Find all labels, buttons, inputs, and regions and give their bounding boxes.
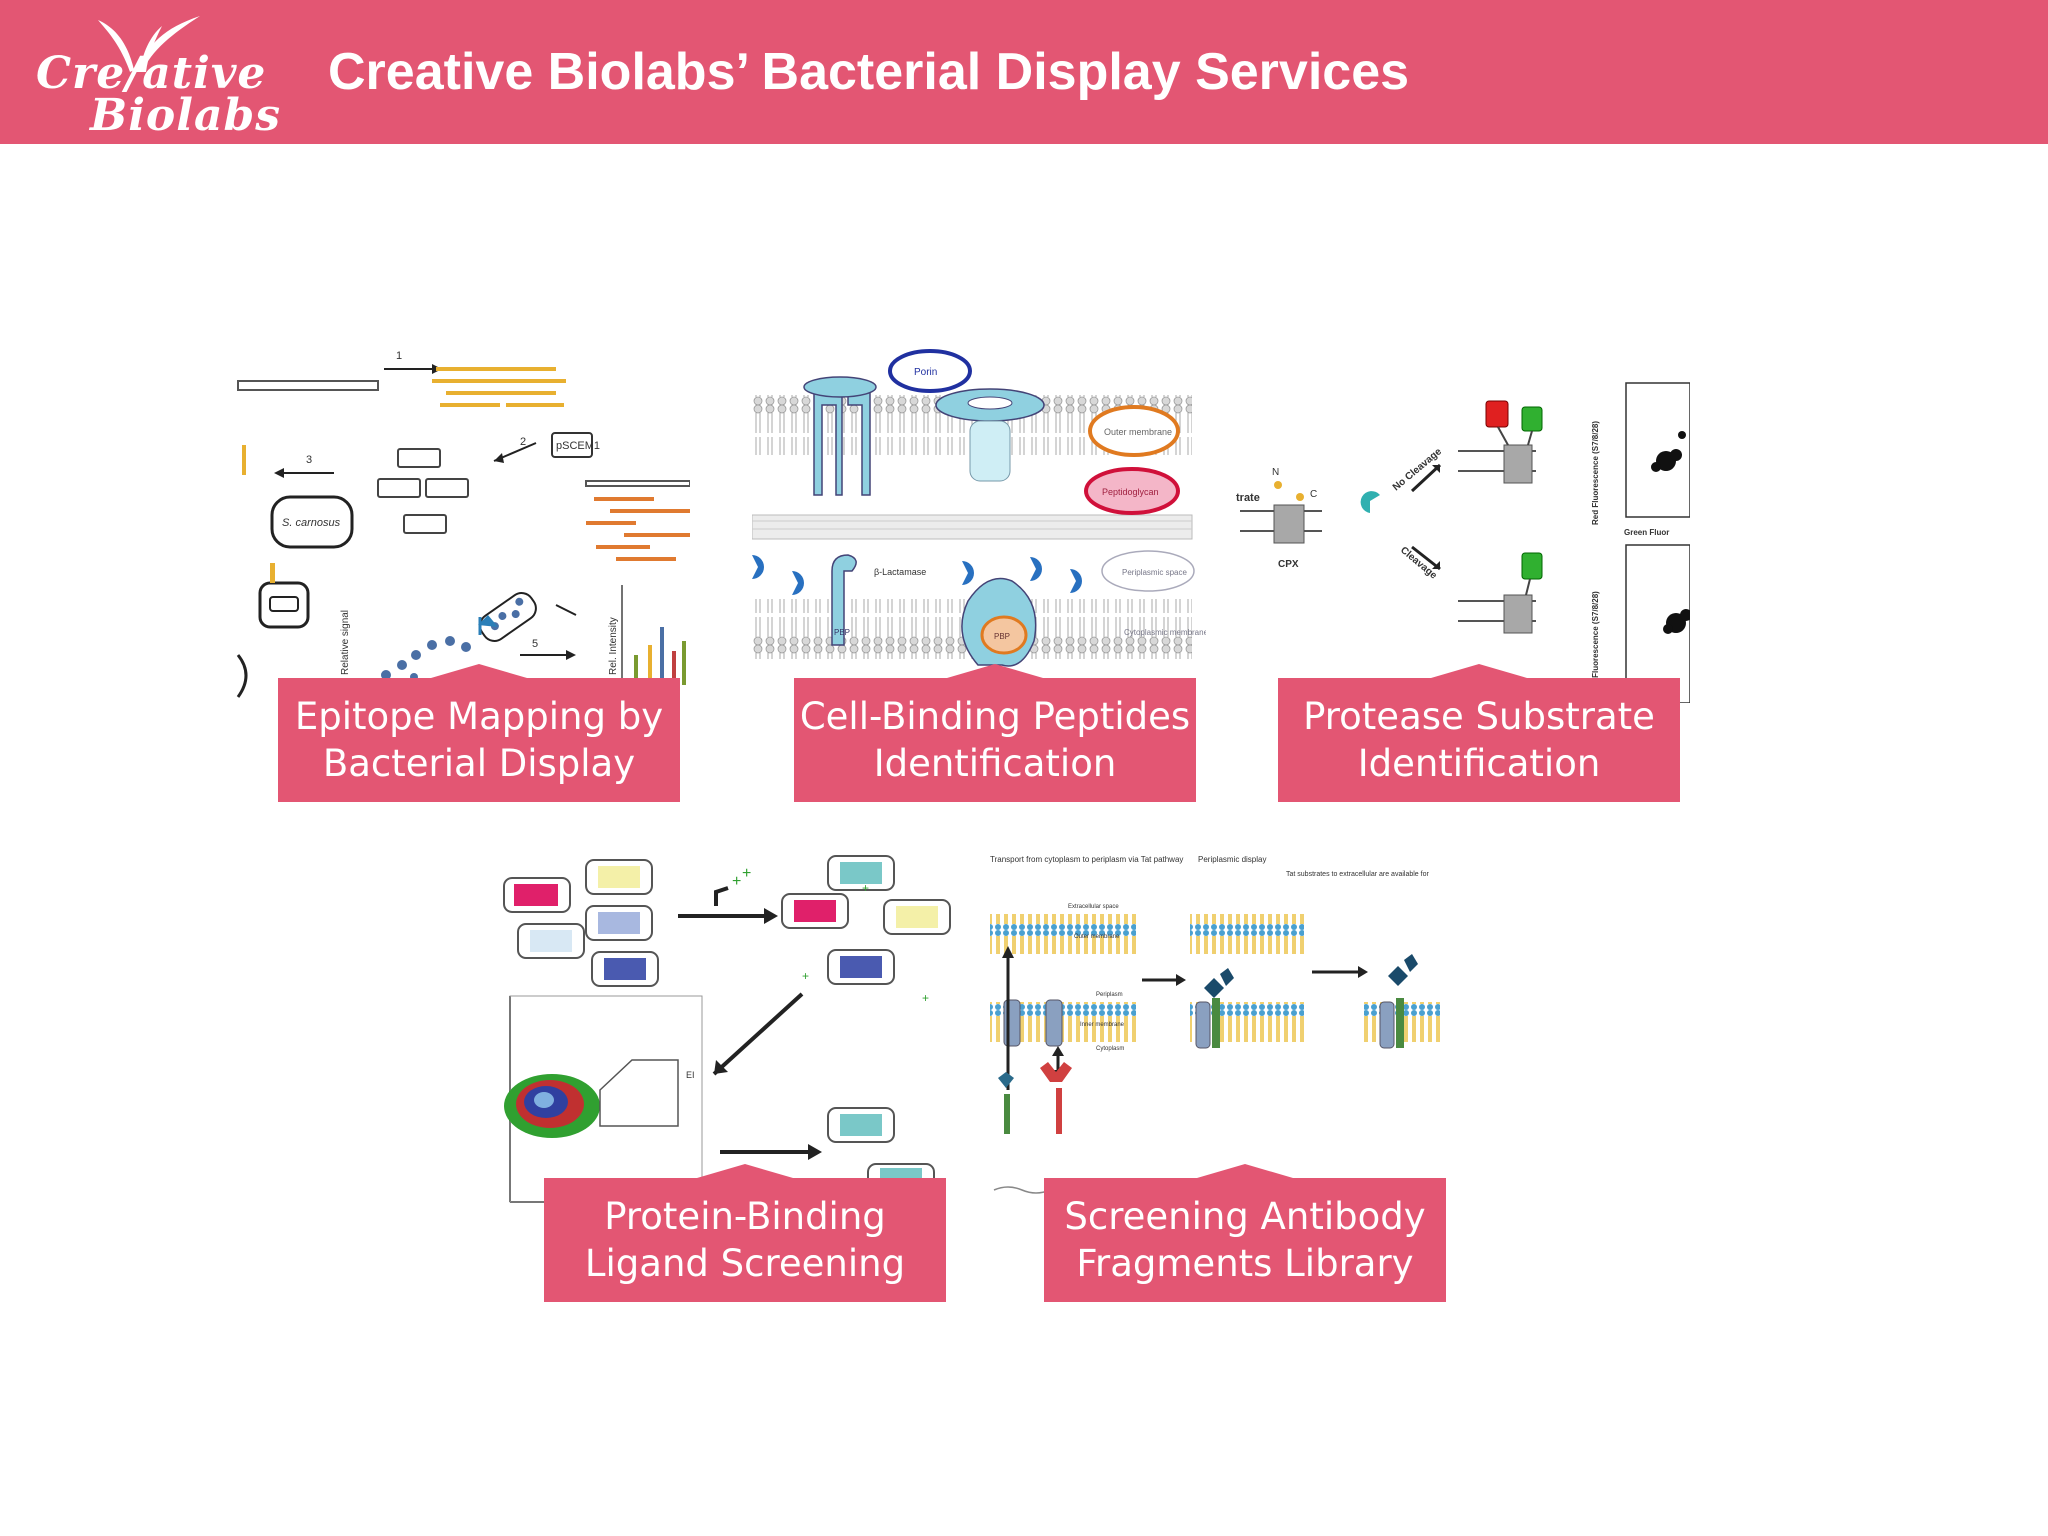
service-protease-substrate[interactable]: Protease Substrate Identification bbox=[1278, 664, 1680, 802]
svg-text:+: + bbox=[742, 865, 751, 882]
service-screening-antibody-fragments[interactable]: Screening Antibody Fragments Library bbox=[1044, 1164, 1446, 1302]
protease-substrate-figure: trate N C CPX No Cleavage Cleavage Red F… bbox=[1236, 345, 1690, 703]
red-fluorescence-axis-label: Red Fluorescence (S7/8/28) bbox=[1591, 421, 1600, 525]
extracellular-label: Extracellular space bbox=[1068, 904, 1119, 910]
service-cell-binding-peptides[interactable]: Cell-Binding Peptides Identification bbox=[794, 664, 1196, 802]
service-cell-binding-line2: Identification bbox=[873, 742, 1117, 785]
service-antibody-line2: Fragments Library bbox=[1076, 1242, 1414, 1285]
service-protease-substrate-line2: Identification bbox=[1357, 742, 1601, 785]
pbp-left-label: PBP bbox=[834, 628, 850, 637]
organism-label: S. carnosus bbox=[282, 517, 341, 529]
beta-lactamase-label: β-Lactamase bbox=[874, 567, 926, 577]
service-protease-substrate-line1: Protease Substrate bbox=[1303, 695, 1655, 738]
protein-binding-ligand-figure: + + + + + EI bbox=[502, 850, 956, 1212]
substrate-label: trate bbox=[1236, 492, 1260, 504]
logo-text-biolabs: Biolabs bbox=[90, 90, 282, 141]
cytoplasm-label: Cytoplasm bbox=[1096, 1046, 1124, 1052]
service-protein-binding-ligand[interactable]: Protein-Binding Ligand Screening bbox=[544, 1164, 946, 1302]
svg-text:+: + bbox=[862, 881, 869, 895]
step3-label: 3 bbox=[306, 454, 312, 466]
svg-text:+: + bbox=[802, 969, 809, 983]
header-bar: Cre/ative Biolabs Creative Biolabs’ Bact… bbox=[0, 0, 2048, 144]
svg-text:+: + bbox=[922, 991, 929, 1005]
col2-heading: Periplasmic display bbox=[1198, 855, 1266, 864]
service-protein-binding-line2: Ligand Screening bbox=[584, 1242, 906, 1285]
intensity-axis-label: Rel. Intensity bbox=[608, 617, 619, 675]
periplasm-label: Periplasm bbox=[1096, 992, 1123, 998]
service-epitope-mapping-line1: Epitope Mapping by bbox=[294, 695, 664, 738]
green-fluorescence-axis-label: Green Fluor bbox=[1624, 528, 1669, 537]
cpx-label: CPX bbox=[1278, 559, 1299, 570]
inner-membrane-label: Inner membrane bbox=[1080, 1022, 1125, 1028]
creative-biolabs-logo[interactable]: Cre/ative Biolabs bbox=[30, 14, 280, 141]
n-terminus-label: N bbox=[1272, 467, 1279, 478]
svg-text:+: + bbox=[732, 873, 741, 890]
epitope-mapping-figure: 1 pSCEM1 2 3 S. carnosus bbox=[236, 345, 690, 703]
service-epitope-mapping-line2: Bacterial Display bbox=[322, 742, 636, 785]
pbp-right-label: PBP bbox=[994, 632, 1010, 641]
red-fluorescence-axis-label-2: d Fluorescence (S7/8/28) bbox=[1591, 591, 1600, 685]
col3-heading: Tat substrates to extracellular are avai… bbox=[1286, 871, 1429, 878]
service-protein-binding-line1: Protein-Binding bbox=[604, 1195, 886, 1238]
outer-membrane-label-2: Outer membrane bbox=[1074, 934, 1120, 940]
page-title: Creative Biolabs’ Bacterial Display Serv… bbox=[328, 43, 1410, 101]
c-terminus-label: C bbox=[1310, 489, 1317, 500]
step5-label: 5 bbox=[532, 638, 538, 650]
leaf-logo-icon bbox=[98, 16, 200, 72]
relative-signal-label: Relative signal bbox=[340, 610, 351, 675]
porin-label: Porin bbox=[914, 367, 937, 378]
periplasmic-space-label: Periplasmic space bbox=[1122, 568, 1187, 577]
service-cell-binding-line1: Cell-Binding Peptides bbox=[799, 695, 1191, 738]
cell-binding-peptides-figure: Porin Outer membrane Peptidoglycan Perip… bbox=[752, 345, 1206, 703]
outer-membrane-label: Outer membrane bbox=[1104, 427, 1172, 437]
col1-heading: Transport from cytoplasm to periplasm vi… bbox=[990, 855, 1183, 864]
gate-label: EI bbox=[686, 1070, 695, 1080]
service-epitope-mapping[interactable]: Epitope Mapping by Bacterial Display bbox=[278, 664, 680, 802]
plasmid-label: pSCEM1 bbox=[556, 440, 600, 452]
peptidoglycan-label: Peptidoglycan bbox=[1102, 487, 1159, 497]
step2-label: 2 bbox=[520, 436, 526, 448]
step1-label: 1 bbox=[396, 350, 402, 362]
antibody-fragments-figure: Transport from cytoplasm to periplasm vi… bbox=[986, 850, 1440, 1212]
service-antibody-line1: Screening Antibody bbox=[1064, 1195, 1426, 1238]
logo-text-creative: Cre/ative bbox=[36, 48, 267, 99]
cytoplasmic-membrane-label: Cytoplasmic membrane bbox=[1124, 628, 1206, 637]
